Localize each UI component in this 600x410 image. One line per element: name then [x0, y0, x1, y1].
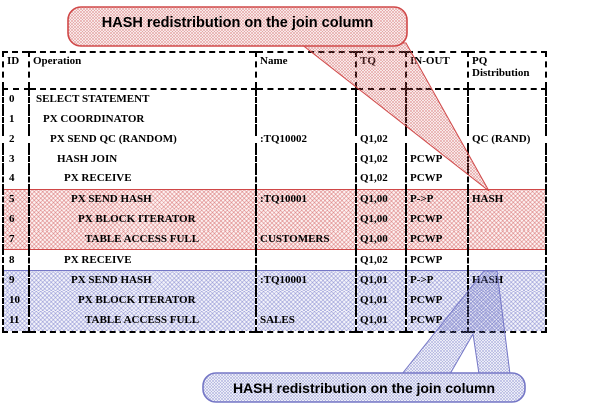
cell-operation: PX RECEIVE — [28, 169, 256, 190]
cell-in-out: PCWP — [405, 310, 468, 333]
cell-tq: Q1,02 — [355, 129, 406, 150]
cell-in-out: PCWP — [405, 249, 468, 271]
cell-tq: Q1,02 — [355, 169, 406, 190]
cell-name: :TQ10001 — [255, 188, 356, 210]
plan-row: 1 PX COORDINATOR — [3, 109, 546, 130]
cell-in-out: PCWP — [405, 229, 468, 251]
cell-pq-distribution: HASH — [467, 270, 546, 291]
cell-name — [255, 109, 356, 130]
plan-row: 7 TABLE ACCESS FULL CUSTOMERS Q1,00 PCWP — [3, 229, 546, 251]
cell-in-out: P->P — [405, 188, 468, 210]
cell-tq: Q1,00 — [355, 229, 406, 251]
cell-id: 6 — [3, 209, 29, 230]
header-row: ID Operation Name TQ IN-OUT PQ Distribut… — [3, 52, 546, 90]
cell-pq-distribution — [467, 229, 546, 251]
cell-pq-distribution — [467, 209, 546, 230]
cell-operation: PX RECEIVE — [28, 249, 256, 271]
cell-tq: Q1,01 — [355, 290, 406, 311]
cell-tq: Q1,00 — [355, 209, 406, 230]
cell-pq-distribution — [467, 149, 546, 170]
cell-pq-distribution — [467, 310, 546, 333]
cell-tq: Q1,01 — [355, 310, 406, 333]
cell-name: :TQ10002 — [255, 129, 356, 150]
plan-row: 3 HASH JOIN Q1,02 PCWP — [3, 149, 546, 170]
cell-operation: PX SEND QC (RANDOM) — [28, 129, 256, 150]
col-header-operation: Operation — [28, 52, 256, 90]
cell-id: 4 — [9, 172, 15, 185]
bottom-callout-bubble — [202, 372, 526, 403]
cell-id: 3 — [9, 152, 15, 165]
cell-operation: PX BLOCK ITERATOR — [28, 290, 256, 311]
col-header-pq-distribution: PQ Distribution — [467, 52, 546, 90]
cell-pq-distribution — [467, 249, 546, 271]
cell-id: 9 — [3, 270, 29, 291]
cell-pq-distribution: HASH — [467, 188, 546, 210]
cell-operation: SELECT STATEMENT — [28, 89, 256, 110]
cell-id: 11 — [3, 310, 29, 333]
cell-tq — [355, 109, 406, 130]
cell-in-out — [405, 89, 468, 110]
cell-pq-distribution: QC (RAND) — [467, 129, 546, 150]
execution-plan-table: ID Operation Name TQ IN-OUT PQ Distribut… — [2, 51, 547, 333]
plan-row: 8 PX RECEIVE Q1,02 PCWP — [3, 249, 546, 271]
cell-name — [255, 149, 356, 170]
cell-operation: HASH JOIN — [28, 149, 256, 170]
cell-id: 2 — [9, 132, 15, 145]
cell-pq-distribution — [467, 169, 546, 190]
cell-in-out: PCWP — [405, 169, 468, 190]
cell-in-out: PCWP — [405, 290, 468, 311]
cell-in-out: P->P — [405, 270, 468, 291]
cell-name: SALES — [255, 310, 356, 333]
plan-row: 4 PX RECEIVE Q1,02 PCWP — [3, 169, 546, 190]
cell-name — [255, 169, 356, 190]
cell-in-out — [405, 109, 468, 130]
bottom-callout-label: HASH redistribution on the join column — [232, 380, 496, 396]
col-header-tq: TQ — [355, 52, 406, 90]
col-header-name: Name — [255, 52, 356, 90]
cell-tq: Q1,01 — [355, 270, 406, 291]
cell-id: 10 — [3, 290, 29, 311]
cell-name — [255, 290, 356, 311]
cell-pq-distribution — [467, 290, 546, 311]
cell-id: 5 — [3, 188, 29, 210]
plan-row: 11 TABLE ACCESS FULL SALES Q1,01 PCWP — [3, 310, 546, 333]
plan-row: 9 PX SEND HASH :TQ10001 Q1,01 P->P HASH — [3, 270, 546, 291]
plan-row: 10 PX BLOCK ITERATOR Q1,01 PCWP — [3, 290, 546, 311]
col-header-id: ID — [3, 52, 29, 90]
cell-pq-distribution — [467, 109, 546, 130]
cell-id: 1 — [9, 112, 15, 125]
cell-id: 8 — [9, 253, 15, 266]
col-header-in-out: IN-OUT — [405, 52, 468, 90]
top-callout-label: HASH redistribution on the join column — [101, 15, 374, 31]
cell-id: 0 — [9, 93, 15, 106]
cell-tq — [355, 89, 406, 110]
top-callout-bubble — [67, 6, 408, 47]
plan-row: 5 PX SEND HASH :TQ10001 Q1,00 P->P HASH — [3, 188, 546, 210]
cell-id: 7 — [3, 229, 29, 251]
cell-in-out: PCWP — [405, 209, 468, 230]
plan-row: 6 PX BLOCK ITERATOR Q1,00 PCWP — [3, 209, 546, 230]
cell-pq-distribution — [467, 89, 546, 110]
cell-name — [255, 249, 356, 271]
cell-name — [255, 209, 356, 230]
cell-tq: Q1,00 — [355, 188, 406, 210]
cell-tq: Q1,02 — [355, 149, 406, 170]
cell-operation: TABLE ACCESS FULL — [28, 310, 256, 333]
cell-name: :TQ10001 — [255, 270, 356, 291]
plan-row: 0 SELECT STATEMENT — [3, 89, 546, 110]
cell-name — [255, 89, 356, 110]
cell-operation: PX SEND HASH — [28, 188, 256, 210]
cell-in-out: PCWP — [405, 149, 468, 170]
cell-operation: PX BLOCK ITERATOR — [28, 209, 256, 230]
cell-operation: PX COORDINATOR — [28, 109, 256, 130]
cell-name: CUSTOMERS — [255, 229, 356, 251]
cell-operation: TABLE ACCESS FULL — [28, 229, 256, 251]
bottom-callout-bubble-base — [203, 373, 525, 402]
plan-row: 2 PX SEND QC (RANDOM) :TQ10002 Q1,02 QC … — [3, 129, 546, 150]
cell-operation: PX SEND HASH — [28, 270, 256, 291]
cell-tq: Q1,02 — [355, 249, 406, 271]
cell-in-out — [405, 129, 468, 150]
top-callout-bubble-base — [68, 7, 407, 46]
